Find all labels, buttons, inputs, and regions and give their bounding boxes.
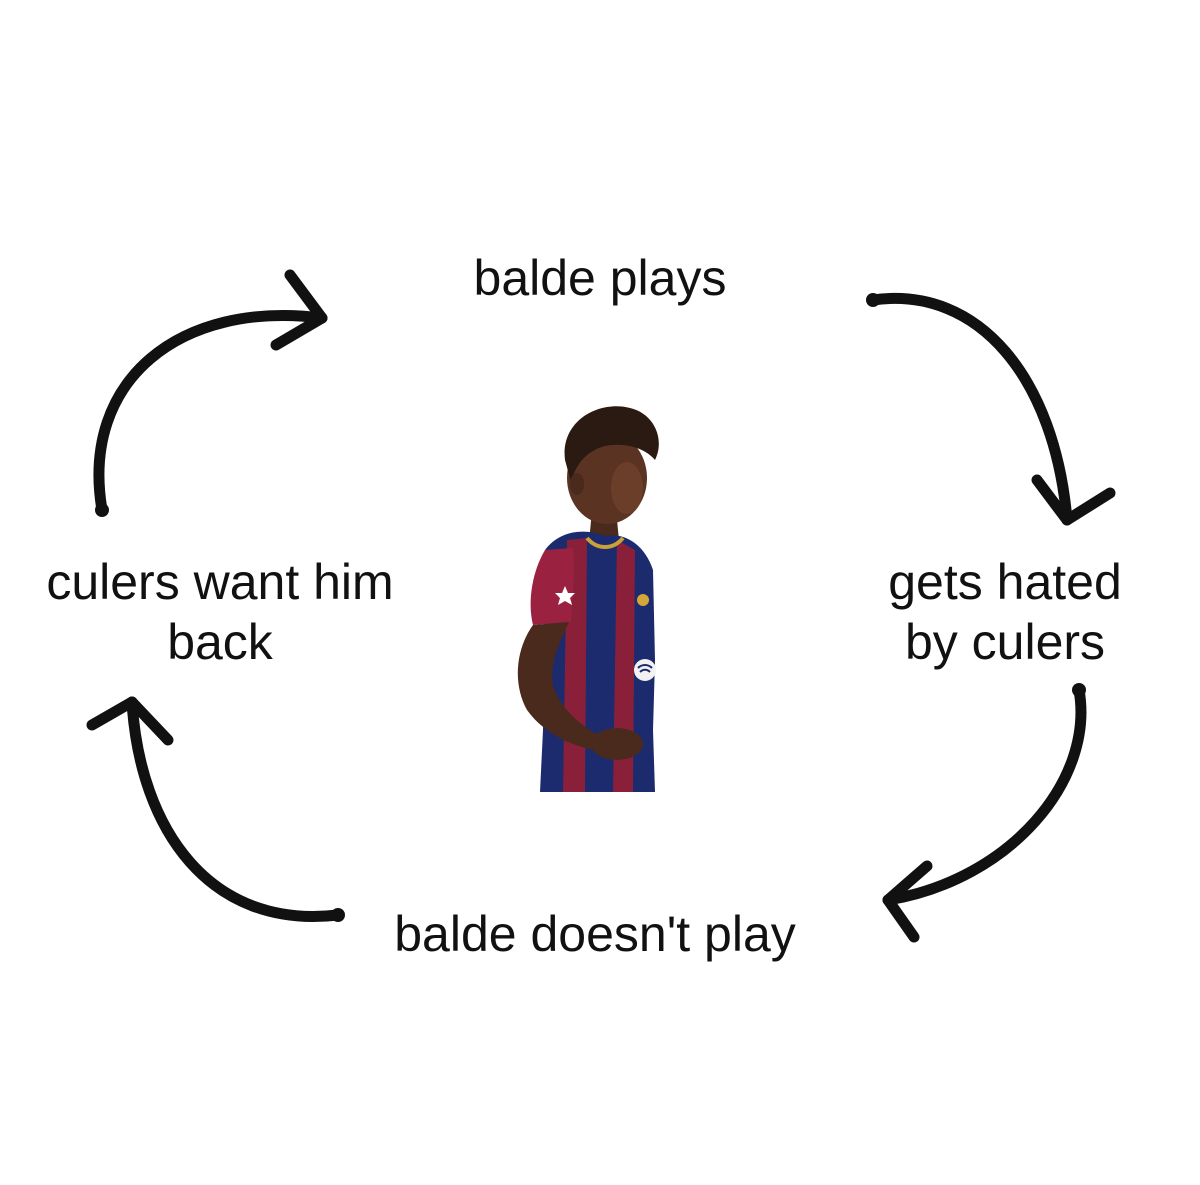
node-gets-hated: gets hated by culers: [860, 552, 1150, 672]
node-balde-doesnt-play-text: balde doesn't play: [394, 906, 796, 962]
arrowhead-top-to-right: [1031, 474, 1116, 526]
node-culers-want-line1: culers want him: [46, 554, 394, 610]
arrow-top-to-right: [867, 293, 1073, 526]
node-balde-plays-text: balde plays: [473, 250, 727, 306]
node-balde-doesnt-play: balde doesn't play: [345, 904, 845, 964]
arrow-right-to-bottom: [882, 684, 1087, 906]
arrow-left-to-top: [93, 309, 328, 516]
node-gets-hated-line1: gets hated: [888, 554, 1122, 610]
node-gets-hated-line2: by culers: [904, 614, 1106, 670]
arrowhead-right-to-bottom: [882, 860, 933, 943]
arrowhead-bottom-to-left: [86, 696, 174, 746]
arrow-bottom-to-left: [126, 696, 344, 922]
node-culers-want-line2: back: [167, 614, 273, 670]
arrowhead-left-to-top: [270, 269, 328, 351]
footballer-photo: [517, 406, 659, 792]
node-balde-plays: balde plays: [400, 248, 800, 308]
node-culers-want-him-back: culers want him back: [10, 552, 430, 672]
